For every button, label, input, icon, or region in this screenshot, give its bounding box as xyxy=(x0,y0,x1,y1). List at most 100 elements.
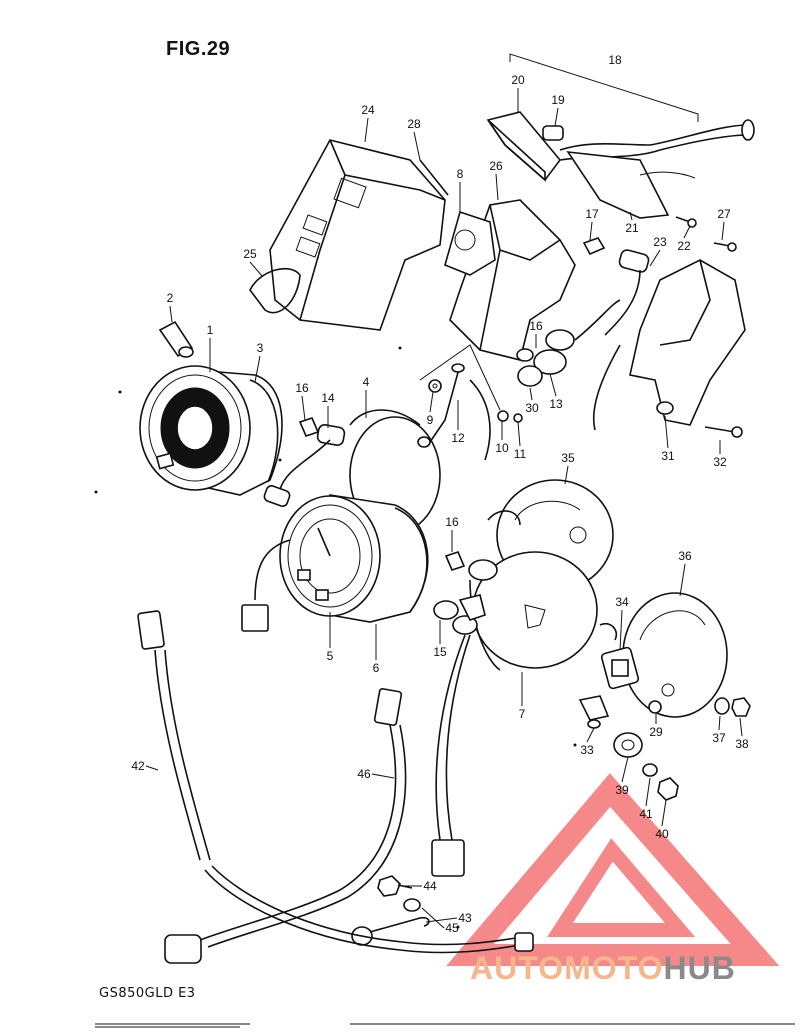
callout-leader-35 xyxy=(564,465,569,485)
callout-leader-9 xyxy=(429,391,434,413)
callout-leader-3 xyxy=(254,355,261,383)
speedometer-1 xyxy=(139,365,283,496)
callout-1: 1 xyxy=(207,323,214,337)
callout-43: 43 xyxy=(458,911,472,925)
figure-title: FIG.29 xyxy=(166,38,231,60)
callout-leader-11 xyxy=(517,421,521,447)
callout-44: 44 xyxy=(423,879,437,893)
bolt-44 xyxy=(377,875,413,897)
callout-16: 16 xyxy=(529,319,543,333)
callout-29: 29 xyxy=(649,725,663,739)
callout-14: 14 xyxy=(321,391,335,405)
connector xyxy=(431,839,465,877)
callout-leader-27 xyxy=(721,221,725,241)
speedometer-cable-42 xyxy=(137,610,534,954)
callout-leader-31 xyxy=(664,415,669,449)
model-label: GS850GLD E3 xyxy=(99,986,196,1001)
cover-edge-28 xyxy=(419,159,449,196)
washer-41 xyxy=(642,763,658,777)
callout-leader-2 xyxy=(169,305,173,323)
meter-back-cover-36 xyxy=(599,592,728,718)
callout-leader-25 xyxy=(249,261,263,277)
tachometer-5 xyxy=(241,494,429,632)
callout-leader-33 xyxy=(586,727,595,743)
callout-31: 31 xyxy=(661,449,675,463)
callout-37: 37 xyxy=(712,731,726,745)
callout-leader-17 xyxy=(589,221,593,241)
callout-11: 11 xyxy=(514,447,527,461)
tachometer-cable-46 xyxy=(164,688,407,964)
callout-leader-19 xyxy=(554,107,559,127)
callout-45: 45 xyxy=(445,921,459,935)
meter-upper-cover-24 xyxy=(249,139,449,331)
wire-harness-bracket-18 xyxy=(509,53,699,122)
watermark-logo-text: AUTOMOTOHUB xyxy=(470,950,736,987)
callout-25: 25 xyxy=(243,247,257,261)
callout-leader-38 xyxy=(739,717,743,737)
callout-4: 4 xyxy=(363,375,370,389)
washer-45 xyxy=(403,898,421,912)
grommet-30 xyxy=(517,365,543,387)
callout-6: 6 xyxy=(373,661,380,675)
callout-18: 18 xyxy=(608,53,622,67)
bulb-socket-14 xyxy=(263,417,346,508)
callout-leader-16 xyxy=(301,395,306,421)
callout-41: 41 xyxy=(639,807,653,821)
callout-2: 2 xyxy=(167,291,174,305)
callout-33: 33 xyxy=(580,743,594,757)
callout-13: 13 xyxy=(549,397,563,411)
cable-end xyxy=(164,934,202,964)
callout-3: 3 xyxy=(257,341,264,355)
fuel-gauge-8 xyxy=(454,229,476,251)
callout-35: 35 xyxy=(561,451,575,465)
callout-16: 16 xyxy=(295,381,309,395)
callout-leader-39 xyxy=(621,756,629,783)
callout-leader-28 xyxy=(413,131,421,161)
cable-clip-43 xyxy=(351,916,430,946)
callout-leader-13 xyxy=(549,373,557,397)
nut-38 xyxy=(731,697,751,717)
callout-30: 30 xyxy=(525,401,539,415)
indicator-light-assembly-20 xyxy=(486,111,755,219)
callout-9: 9 xyxy=(427,413,434,427)
callout-leader-34 xyxy=(619,609,623,651)
callout-leader-37 xyxy=(718,715,721,731)
callout-19: 19 xyxy=(551,93,565,107)
callout-17: 17 xyxy=(585,207,599,221)
callout-34: 34 xyxy=(615,595,629,609)
watermark-brand-b: HUB xyxy=(663,950,736,986)
callout-12: 12 xyxy=(451,431,465,445)
bulb-17 xyxy=(582,237,650,336)
nut-29 xyxy=(648,700,662,714)
callout-46: 46 xyxy=(357,767,371,781)
callout-39: 39 xyxy=(615,783,629,797)
callout-20: 20 xyxy=(511,73,525,87)
callout-5: 5 xyxy=(327,649,334,663)
callout-leader-41 xyxy=(645,777,651,807)
screw-27 xyxy=(713,242,737,252)
callout-leader-42 xyxy=(145,765,159,771)
screw-22 xyxy=(675,216,697,228)
cable-end xyxy=(514,932,534,952)
callout-36: 36 xyxy=(678,549,692,563)
callout-21: 21 xyxy=(625,221,639,235)
screw-32 xyxy=(704,426,743,438)
speckle-dots xyxy=(94,346,577,929)
case-6 xyxy=(394,507,428,613)
grommet-33 xyxy=(578,695,610,729)
callout-leader-43 xyxy=(425,917,458,923)
callout-26: 26 xyxy=(489,159,503,173)
trip-reset-knob-2 xyxy=(158,320,194,358)
callout-10: 10 xyxy=(495,441,509,455)
bottom-rule xyxy=(95,1023,795,1028)
callout-32: 32 xyxy=(713,455,727,469)
nut-40 xyxy=(657,777,679,801)
grommet-31 xyxy=(656,401,674,415)
callout-27: 27 xyxy=(717,207,731,221)
callout-leader-36 xyxy=(679,563,686,597)
callout-24: 24 xyxy=(361,103,375,117)
watermark-logo-triangle xyxy=(446,773,780,966)
